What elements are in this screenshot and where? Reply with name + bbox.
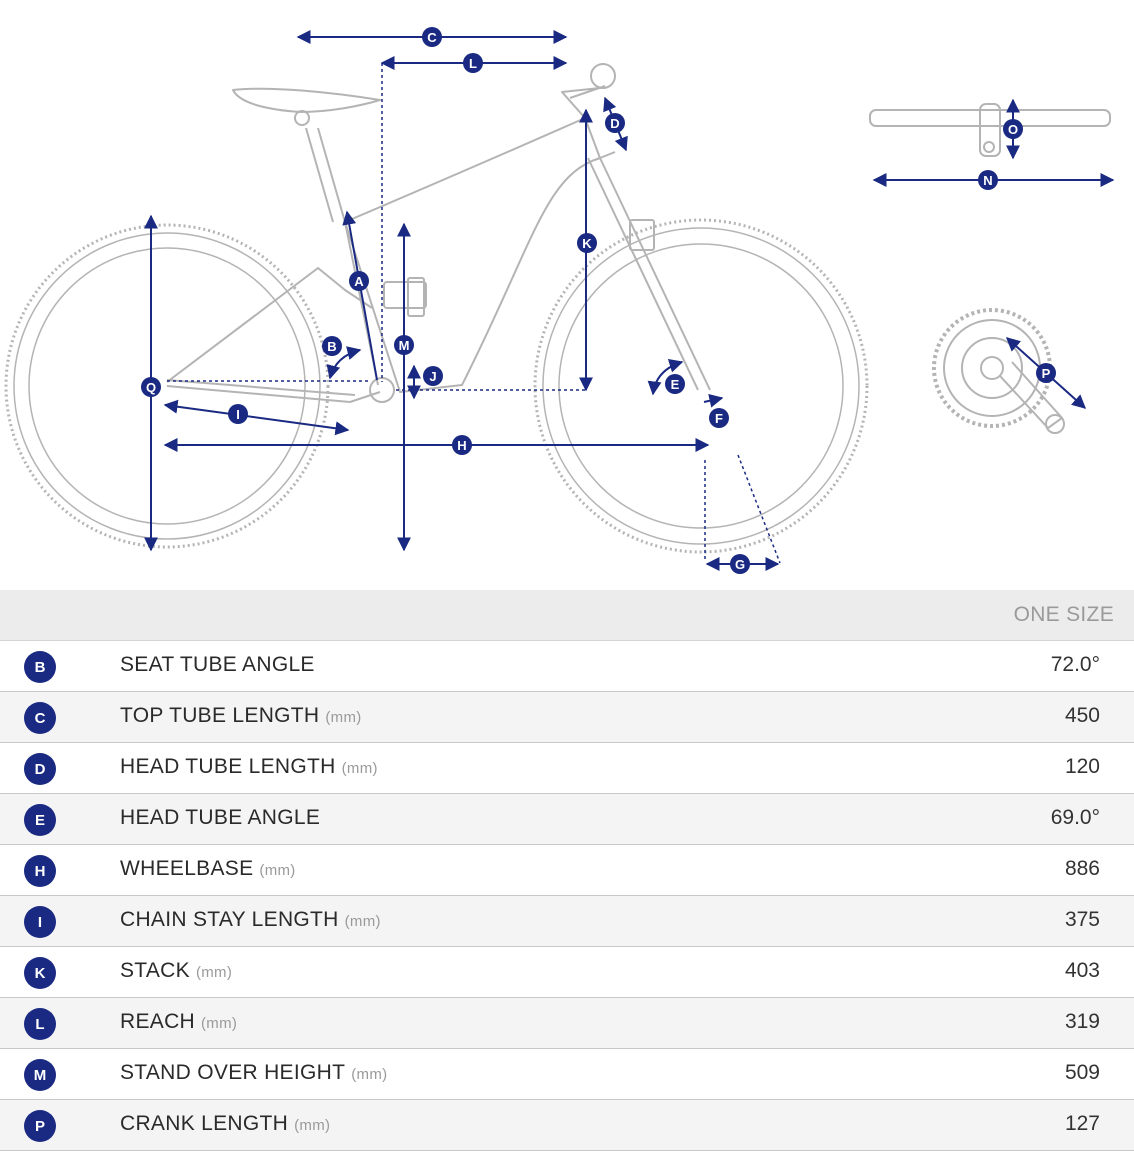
marker-f: F	[709, 408, 729, 428]
row-value: 375	[1064, 908, 1100, 931]
marker-c: C	[422, 27, 442, 47]
marker-n: N	[978, 170, 998, 190]
table-row: C TOP TUBE LENGTH(mm) 450	[0, 692, 1134, 743]
handlebar-view	[869, 103, 1111, 157]
svg-text:C: C	[427, 30, 437, 45]
table-row: L REACH(mm) 319	[0, 998, 1134, 1049]
row-code-badge: M	[24, 1059, 56, 1091]
svg-text:D: D	[610, 116, 619, 131]
row-code-badge: D	[24, 753, 56, 785]
row-code-badge: I	[24, 906, 56, 938]
marker-p: P	[1036, 363, 1056, 383]
row-code-badge: B	[24, 651, 56, 683]
marker-j: J	[423, 366, 443, 386]
marker-l: L	[463, 53, 483, 73]
row-value: 319	[1064, 1010, 1100, 1033]
reference-lines	[167, 63, 781, 564]
row-unit: (mm)	[294, 1117, 331, 1134]
table-row: P CRANK LENGTH(mm) 127	[0, 1100, 1134, 1151]
table-row: D HEAD TUBE LENGTH(mm) 120	[0, 743, 1134, 794]
row-value: 120	[1064, 755, 1100, 778]
marker-g: G	[730, 554, 750, 574]
row-value: 72.0°	[1050, 653, 1100, 676]
row-label: STACK(mm)	[120, 959, 233, 982]
marker-i: I	[228, 404, 248, 424]
row-label: HEAD TUBE LENGTH(mm)	[120, 755, 378, 778]
table-row: B SEAT TUBE ANGLE 72.0°	[0, 641, 1134, 692]
table-row: I CHAIN STAY LENGTH(mm) 375	[0, 896, 1134, 947]
svg-text:H: H	[457, 438, 466, 453]
row-value: 450	[1064, 704, 1100, 727]
row-label: SEAT TUBE ANGLE	[120, 653, 315, 676]
size-column-header: ONE SIZE	[1013, 603, 1114, 626]
bike-frame	[166, 63, 711, 403]
marker-b: B	[322, 336, 342, 356]
row-code-badge: C	[24, 702, 56, 734]
row-label: HEAD TUBE ANGLE	[120, 806, 321, 829]
row-code-badge: P	[24, 1110, 56, 1142]
row-unit: (mm)	[341, 760, 378, 777]
marker-m: M	[394, 335, 414, 355]
rear-wheel	[4, 223, 330, 549]
table-row: M STAND OVER HEIGHT(mm) 509	[0, 1049, 1134, 1100]
row-label: CRANK LENGTH(mm)	[120, 1112, 331, 1135]
svg-text:L: L	[469, 56, 477, 71]
row-label: TOP TUBE LENGTH(mm)	[120, 704, 362, 727]
row-unit: (mm)	[325, 709, 362, 726]
table-header: ONE SIZE	[0, 590, 1134, 641]
row-code-badge: L	[24, 1008, 56, 1040]
svg-text:P: P	[1042, 366, 1051, 381]
row-label: WHEELBASE(mm)	[120, 857, 296, 880]
row-code-badge: K	[24, 957, 56, 989]
row-label: REACH(mm)	[120, 1010, 238, 1033]
table-row: H WHEELBASE(mm) 886	[0, 845, 1134, 896]
marker-d: D	[605, 113, 625, 133]
svg-text:B: B	[327, 339, 336, 354]
svg-text:O: O	[1008, 122, 1018, 137]
row-value: 886	[1064, 857, 1100, 880]
row-value: 509	[1064, 1061, 1100, 1084]
row-unit: (mm)	[201, 1015, 238, 1032]
row-unit: (mm)	[195, 964, 233, 981]
svg-text:M: M	[399, 338, 410, 353]
row-label: STAND OVER HEIGHT(mm)	[120, 1061, 388, 1084]
row-unit: (mm)	[351, 1066, 388, 1083]
svg-text:J: J	[429, 369, 436, 384]
bike-geometry-diagram: C L D K A M B J Q I H E F G O N P	[4, 27, 1115, 574]
svg-text:G: G	[735, 557, 745, 572]
svg-text:Q: Q	[146, 380, 156, 395]
row-unit: (mm)	[344, 913, 381, 930]
row-unit: (mm)	[259, 862, 296, 879]
svg-text:N: N	[983, 173, 992, 188]
front-wheel	[533, 218, 869, 554]
svg-text:E: E	[671, 377, 680, 392]
row-value: 403	[1064, 959, 1100, 982]
row-code-badge: E	[24, 804, 56, 836]
svg-text:K: K	[582, 236, 592, 251]
row-label: CHAIN STAY LENGTH(mm)	[120, 908, 381, 931]
svg-text:I: I	[236, 407, 240, 422]
table-row: E HEAD TUBE ANGLE 69.0°	[0, 794, 1134, 845]
svg-text:F: F	[715, 411, 723, 426]
row-code-badge: H	[24, 855, 56, 887]
marker-q: Q	[141, 377, 161, 397]
table-row: K STACK(mm) 403	[0, 947, 1134, 998]
marker-k: K	[577, 233, 597, 253]
svg-text:A: A	[354, 274, 364, 289]
marker-a: A	[349, 271, 369, 291]
marker-o: O	[1003, 119, 1023, 139]
row-value: 127	[1064, 1112, 1100, 1135]
row-value: 69.0°	[1050, 806, 1100, 829]
geometry-table: ONE SIZE B SEAT TUBE ANGLE 72.0° C TOP T…	[0, 590, 1134, 1151]
marker-e: E	[665, 374, 685, 394]
marker-h: H	[452, 435, 472, 455]
